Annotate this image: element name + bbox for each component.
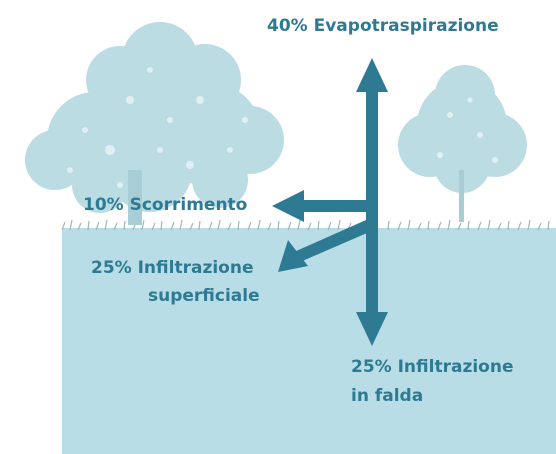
runoff-label: 10% Scorrimento [83, 195, 248, 215]
soil-block [62, 228, 556, 454]
flow-arrows [272, 58, 388, 346]
runoff-arrow-head [272, 190, 304, 222]
evapotranspiration-arrow-head [356, 58, 388, 92]
deep-infiltration-label-line2: in falda [351, 386, 424, 406]
runoff-arrow-shaft [298, 200, 372, 212]
small-tree-illustration [398, 65, 527, 222]
deep-infiltration-arrow-head [356, 312, 388, 346]
surface-infiltration-label-line2: superficiale [148, 286, 260, 306]
large-tree-texture [67, 67, 248, 188]
evapotranspiration-label: 40% Evapotraspirazione [267, 16, 499, 36]
large-tree-illustration [25, 22, 284, 225]
surface-infiltration-arrow-shaft [294, 220, 374, 262]
surface-infiltration-arrow-head [278, 240, 308, 272]
small-tree-texture [437, 97, 498, 163]
surface-infiltration-label-line1: 25% Infiltrazione [91, 258, 254, 278]
deep-infiltration-label-line1: 25% Infiltrazione [351, 357, 514, 377]
grass-strip [61, 219, 550, 231]
